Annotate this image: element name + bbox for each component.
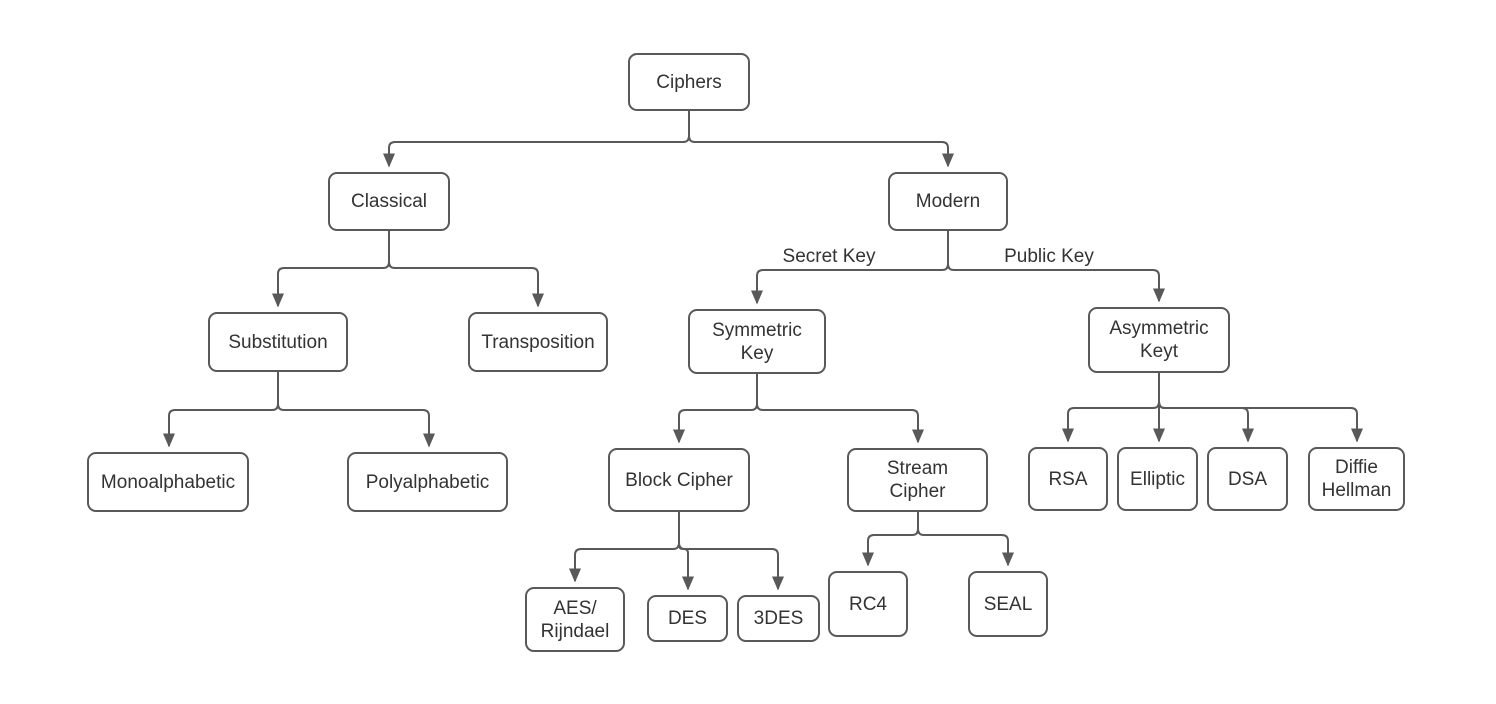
edge-stream-seal [917, 512, 1014, 567]
edge-symmetric-block-cipher [673, 374, 758, 444]
node-classical[interactable]: Classical [328, 172, 450, 231]
node-symmetric-key[interactable]: Symmetric Key [688, 309, 826, 374]
node-substitution[interactable]: Substitution [208, 312, 348, 372]
node-polyalphabetic[interactable]: Polyalphabetic [347, 452, 508, 512]
node-asymmetric-keyt[interactable]: Asymmetric Keyt [1088, 307, 1230, 373]
node-transposition-label: Transposition [481, 331, 595, 353]
edge-block-aes [569, 512, 680, 583]
node-des-label: DES [667, 608, 708, 629]
node-symmetric-key-label: Symmetric Key [712, 319, 802, 364]
node-modern[interactable]: Modern [888, 172, 1008, 231]
edge-asymmetric-diffie-hellman [1158, 373, 1363, 443]
node-polyalphabetic-label: Polyalphabetic [365, 471, 490, 493]
node-3des-label: 3DES [753, 608, 804, 629]
edge-label-secret-key: Secret Key [780, 246, 878, 268]
edge-symmetric-stream-cipher [756, 374, 924, 444]
node-elliptic[interactable]: Elliptic [1117, 447, 1198, 511]
edge-substitution-polyalphabetic [277, 372, 435, 448]
node-classical-label: Classical [350, 191, 428, 212]
node-block-cipher-label: Block Cipher [625, 469, 733, 491]
node-aes-rijndael-label: AES/ Rijndael [540, 597, 610, 642]
node-rc4[interactable]: RC4 [828, 571, 908, 637]
node-seal-label: SEAL [983, 593, 1033, 615]
node-block-cipher[interactable]: Block Cipher [608, 448, 750, 512]
node-rsa-label: RSA [1048, 468, 1088, 490]
edge-ciphers-classical [383, 111, 690, 168]
node-stream-cipher[interactable]: Stream Cipher [847, 448, 988, 512]
node-aes-rijndael[interactable]: AES/ Rijndael [525, 587, 625, 652]
edge-block-des [678, 512, 694, 591]
node-monoalphabetic-label: Monoalphabetic [100, 471, 236, 493]
node-stream-cipher-label: Stream Cipher [886, 458, 949, 502]
node-rsa[interactable]: RSA [1028, 447, 1108, 511]
edge-substitution-monoalphabetic [163, 372, 279, 448]
node-rc4-label: RC4 [848, 593, 887, 615]
node-des[interactable]: DES [647, 595, 728, 642]
node-substitution-label: Substitution [228, 331, 328, 353]
node-transposition[interactable]: Transposition [468, 312, 608, 372]
node-elliptic-label: Elliptic [1130, 468, 1185, 490]
node-dsa-label: DSA [1227, 468, 1268, 490]
node-seal[interactable]: SEAL [968, 571, 1048, 637]
node-dsa[interactable]: DSA [1207, 447, 1288, 511]
node-diffie-hellman[interactable]: Diffie Hellman [1308, 447, 1405, 511]
node-modern-label: Modern [915, 191, 981, 212]
node-3des[interactable]: 3DES [737, 595, 820, 642]
node-monoalphabetic[interactable]: Monoalphabetic [87, 452, 249, 512]
node-ciphers-label: Ciphers [656, 71, 722, 93]
edge-asymmetric-rsa [1062, 373, 1160, 443]
node-diffie-hellman-label: Diffie Hellman [1321, 457, 1392, 501]
edge-stream-rc4 [862, 512, 919, 567]
edge-modern-asymmetric-keyt [947, 231, 1165, 303]
edge-ciphers-modern [688, 111, 954, 168]
edge-classical-substitution [272, 231, 390, 308]
edge-block-3des [678, 512, 784, 591]
node-asymmetric-keyt-label: Asymmetric Keyt [1109, 318, 1209, 362]
node-ciphers[interactable]: Ciphers [628, 53, 750, 111]
edge-classical-transposition [388, 231, 544, 308]
edge-label-public-key: Public Key [1002, 246, 1096, 268]
